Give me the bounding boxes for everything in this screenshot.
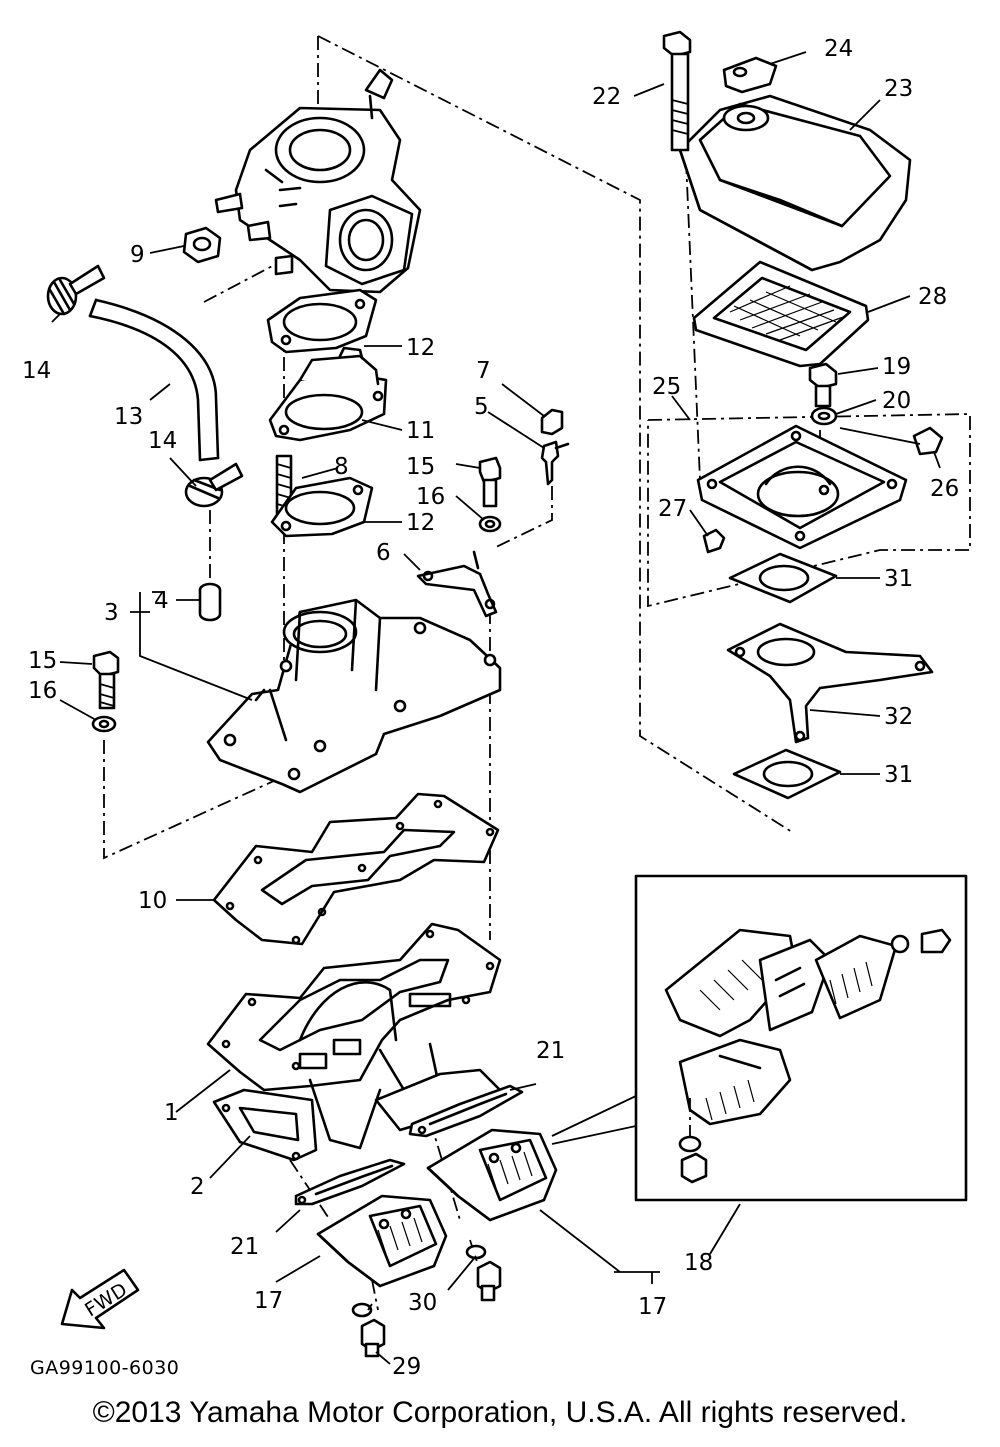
air-box-base-25 xyxy=(696,424,908,550)
gasket-21-right xyxy=(408,1084,524,1138)
cap-7 xyxy=(540,408,564,436)
gasket-31-lower xyxy=(732,748,842,800)
gasket-12-upper xyxy=(266,288,378,354)
callout-15b: 15 xyxy=(28,648,57,674)
callout-26: 26 xyxy=(930,476,959,502)
callout-16a: 16 xyxy=(416,484,445,510)
callout-28: 28 xyxy=(918,284,947,310)
callout-19: 19 xyxy=(882,354,911,380)
callout-22: 22 xyxy=(592,84,621,110)
bracket-6 xyxy=(416,550,498,618)
callout-23: 23 xyxy=(884,76,913,102)
callout-21a: 21 xyxy=(536,1038,565,1064)
air-box-cover-23 xyxy=(678,94,912,272)
callout-14b: 14 xyxy=(148,428,177,454)
callout-9: 9 xyxy=(130,242,145,268)
fitting-4 xyxy=(198,582,222,622)
callout-21b: 21 xyxy=(230,1234,259,1260)
callout-10: 10 xyxy=(138,888,167,914)
callout-14a: 14 xyxy=(22,358,51,384)
callout-17a: 17 xyxy=(254,1288,283,1314)
callout-2: 2 xyxy=(190,1174,205,1200)
gasket-12-lower xyxy=(270,476,374,538)
washer-20 xyxy=(810,406,838,426)
callout-3: 3 xyxy=(104,600,119,626)
plug-27 xyxy=(702,528,726,554)
callout-12b: 12 xyxy=(406,510,435,536)
callout-12a: 12 xyxy=(406,335,435,361)
gasket-10 xyxy=(212,792,500,946)
washer-16-left xyxy=(91,715,117,733)
callout-4: 4 xyxy=(154,588,169,614)
copyright-notice: ©2013 Yamaha Motor Corporation, U.S.A. A… xyxy=(92,1396,908,1429)
screw-29-a xyxy=(476,1260,502,1302)
callout-30: 30 xyxy=(408,1290,437,1316)
reed-detail-inset xyxy=(634,874,968,1202)
callout-5: 5 xyxy=(474,394,489,420)
callout-31a: 31 xyxy=(884,566,913,592)
washer-30-a xyxy=(465,1244,487,1260)
bolt-22 xyxy=(662,30,692,152)
bracket-32 xyxy=(726,622,934,744)
bolt-15-left xyxy=(92,650,120,710)
manifold-3 xyxy=(206,598,502,794)
fwd-arrow-icon: FWD xyxy=(60,1268,140,1330)
screw-29-b xyxy=(360,1318,386,1358)
reed-valve-17-right xyxy=(426,1128,558,1222)
cap-24 xyxy=(722,56,778,94)
hose-13 xyxy=(88,298,220,462)
gasket-31-upper xyxy=(728,552,838,604)
callout-11: 11 xyxy=(406,418,435,444)
drawing-code: GA99100-6030 xyxy=(30,1357,179,1379)
bolt-15-center xyxy=(478,456,502,508)
callout-32: 32 xyxy=(884,704,913,730)
callout-13: 13 xyxy=(114,404,143,430)
callout-16b: 16 xyxy=(28,678,57,704)
callout-27: 27 xyxy=(658,496,687,522)
callout-6: 6 xyxy=(376,540,391,566)
callout-20: 20 xyxy=(882,388,911,414)
callout-31b: 31 xyxy=(884,762,913,788)
nut-9 xyxy=(182,226,222,264)
callout-24: 24 xyxy=(824,36,853,62)
callout-15a: 15 xyxy=(406,454,435,480)
reed-valve-17-left xyxy=(316,1194,448,1288)
callout-8: 8 xyxy=(334,454,349,480)
fitting-5 xyxy=(493,440,570,549)
callout-29: 29 xyxy=(392,1354,421,1380)
gasket-21-left xyxy=(294,1158,406,1206)
washer-16-center xyxy=(478,515,502,533)
washer-30-b xyxy=(351,1302,373,1318)
callout-17b: 17 xyxy=(638,1294,667,1320)
assembly-box-25 xyxy=(647,413,971,608)
hose-clamp-14-top xyxy=(46,264,106,316)
insulator-11 xyxy=(268,346,388,442)
callout-7: 7 xyxy=(476,358,491,384)
filter-28 xyxy=(692,260,870,368)
callout-labels: 1 2 3 4 5 6 7 8 9 10 11 12 12 13 14 14 1… xyxy=(22,36,959,1380)
callout-18: 18 xyxy=(684,1250,713,1276)
callout-1: 1 xyxy=(164,1100,179,1126)
fitting-26 xyxy=(912,426,944,456)
callout-25: 25 xyxy=(652,374,681,400)
leader-lines xyxy=(51,51,941,1365)
gasket-2 xyxy=(212,1068,502,1162)
bolt-19 xyxy=(808,362,838,408)
carburetor xyxy=(214,68,422,294)
